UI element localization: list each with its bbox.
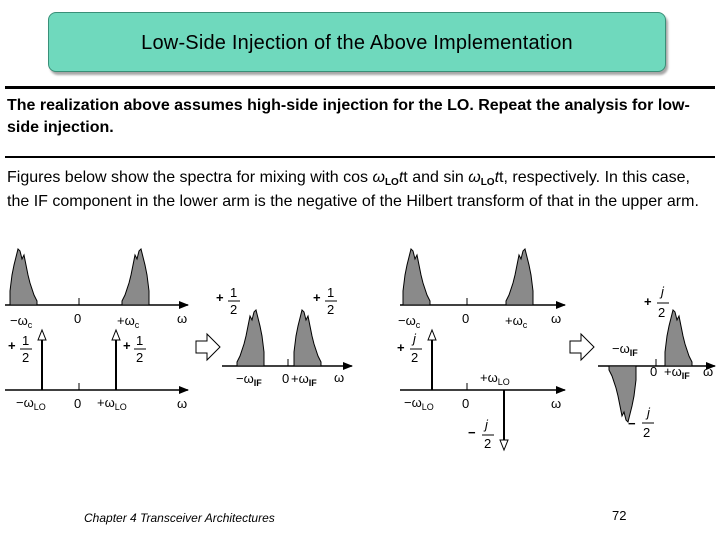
plus-sign: + <box>397 340 405 355</box>
frac-den: 2 <box>411 350 418 365</box>
if-spectrum-sin: + j 2 −ωIF 0 +ωIF ω − j 2 <box>598 284 716 440</box>
if-spectrum-cos: + 1 2 + 1 2 −ωIF +ωIF 0 ω <box>216 285 353 388</box>
plus-sign: + <box>644 294 652 309</box>
omega-axis-label: ω <box>177 396 187 411</box>
frac-num: j <box>483 417 489 432</box>
divider-rule <box>5 156 715 158</box>
if-lump-pos <box>293 309 322 367</box>
frac-den: 2 <box>643 425 650 440</box>
minus-sign: − <box>468 425 476 440</box>
slide-title: Low-Side Injection of the Above Implemen… <box>141 32 573 54</box>
neg-wc-label: −ωc <box>398 313 421 330</box>
problem-statement: The realization above assumes high-side … <box>7 97 690 136</box>
frac-den: 2 <box>22 350 29 365</box>
plus-sign: + <box>8 338 16 353</box>
frac-num: 1 <box>136 333 143 348</box>
zero-label: 0 <box>282 371 289 386</box>
neg-wlo-label: −ωLO <box>404 395 434 412</box>
result-arrow-icon <box>195 332 221 362</box>
rf-spectrum-sin: −ωc 0 +ωc ω <box>398 248 566 330</box>
if-lump-neg <box>236 309 265 367</box>
pos-wif-label: +ωIF <box>664 364 690 381</box>
minus-sign: − <box>628 416 636 431</box>
frac-num: 1 <box>327 285 334 300</box>
lo-spectrum-sin: + j 2 +ωLO −ωLO 0 ω − j 2 <box>397 329 566 451</box>
zero-label: 0 <box>650 364 657 379</box>
omega-symbol: ω <box>372 169 385 186</box>
plus-sign: + <box>216 290 224 305</box>
footer-chapter: Chapter 4 Transceiver Architectures <box>84 511 275 525</box>
frac-num: j <box>659 284 665 299</box>
frac-den: 2 <box>484 436 491 451</box>
pos-wlo-label: +ωLO <box>97 395 127 412</box>
pos-wc-label: +ωc <box>505 313 528 330</box>
lo-impulse-pos <box>111 329 121 391</box>
pos-wc-label: +ωc <box>117 313 140 330</box>
omega-axis-label: ω <box>551 396 561 411</box>
rf-lump-neg <box>402 248 431 306</box>
neg-wlo-label: −ωLO <box>16 395 46 412</box>
zero-label: 0 <box>74 396 81 411</box>
omega-axis-label: ω <box>334 370 344 385</box>
explanation-part3: t, respectively. In this case, the IF co… <box>7 169 699 210</box>
top-rule <box>5 86 715 89</box>
omega-axis-label: ω <box>703 364 713 379</box>
frac-num: 1 <box>230 285 237 300</box>
lo-subscript: LO <box>384 177 399 188</box>
rf-lump-pos <box>121 248 150 306</box>
if-lump-pos <box>664 309 693 367</box>
frac-num: j <box>411 331 417 346</box>
frac-den: 2 <box>327 302 334 317</box>
frac-num: 1 <box>22 333 29 348</box>
plus-sign: + <box>123 338 131 353</box>
if-lump-neg <box>608 365 637 423</box>
frac-den: 2 <box>136 350 143 365</box>
lo-impulse-neg <box>427 329 437 391</box>
rf-spectrum-cos: −ωc 0 +ωc ω <box>5 248 189 330</box>
title-box: Low-Side Injection of the Above Implemen… <box>48 12 666 72</box>
neg-wc-label: −ωc <box>10 313 33 330</box>
pos-wif-label: +ωIF <box>291 371 317 388</box>
explanation-part1: Figures below show the spectra for mixin… <box>7 169 373 186</box>
neg-wif-label: −ωIF <box>236 371 262 388</box>
page-number: 72 <box>612 508 627 523</box>
omega-axis-label: ω <box>551 311 561 326</box>
rf-lump-pos <box>505 248 534 306</box>
lo-impulse-pos <box>499 389 509 451</box>
lo-impulse-neg <box>37 329 47 391</box>
frac-num: j <box>645 405 651 420</box>
result-arrow-icon <box>569 332 595 362</box>
explanation-paragraph: Figures below show the spectra for mixin… <box>7 169 699 210</box>
omega-symbol-2: ω <box>468 169 481 186</box>
explanation-part2: t and sin <box>403 169 469 186</box>
lo-spectrum-cos: + 1 2 + 1 2 −ωLO 0 +ωLO ω <box>5 329 189 412</box>
zero-label: 0 <box>462 311 469 326</box>
zero-label: 0 <box>462 396 469 411</box>
plus-sign: + <box>313 290 321 305</box>
pos-wlo-label: +ωLO <box>480 370 510 387</box>
frac-den: 2 <box>658 305 665 320</box>
neg-wif-label: −ωIF <box>612 341 638 358</box>
omega-axis-label: ω <box>177 311 187 326</box>
rf-lump-neg <box>9 248 38 306</box>
zero-label: 0 <box>74 311 81 326</box>
frac-den: 2 <box>230 302 237 317</box>
lo-subscript-2: LO <box>480 177 495 188</box>
